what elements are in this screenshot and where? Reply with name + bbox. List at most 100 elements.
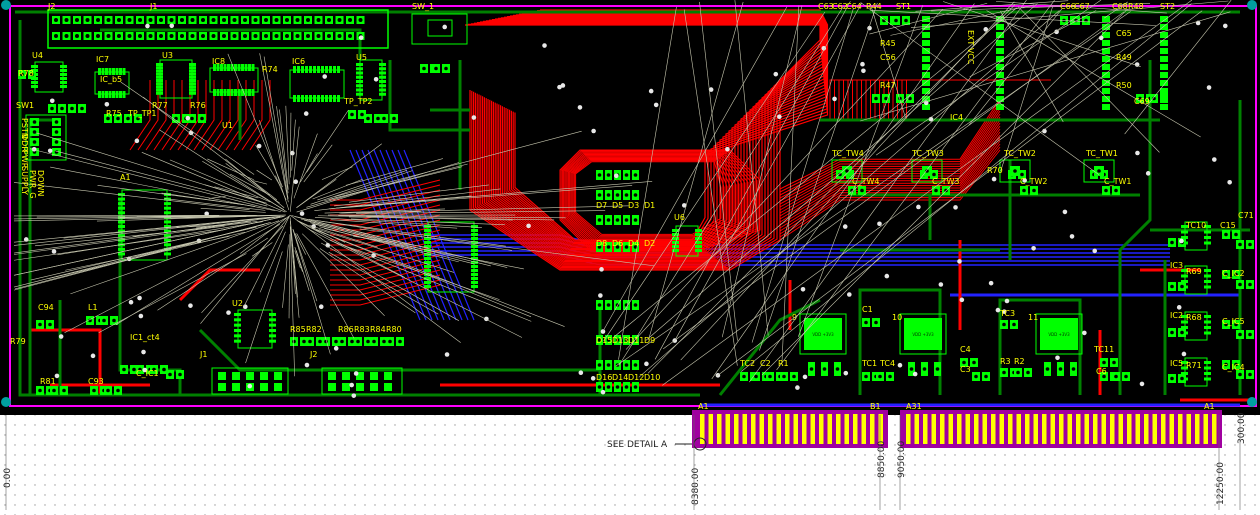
pad[interactable] bbox=[251, 89, 255, 96]
pad[interactable] bbox=[223, 89, 227, 96]
gold-finger[interactable] bbox=[810, 414, 816, 444]
component[interactable] bbox=[156, 59, 196, 99]
pad[interactable] bbox=[309, 66, 312, 73]
pad[interactable] bbox=[424, 281, 431, 284]
pad[interactable] bbox=[672, 249, 679, 252]
pad[interactable] bbox=[379, 92, 386, 96]
pad[interactable] bbox=[379, 63, 386, 66]
gold-finger[interactable] bbox=[819, 414, 824, 444]
pad[interactable] bbox=[356, 63, 363, 66]
gold-finger[interactable] bbox=[1203, 414, 1209, 444]
pad[interactable] bbox=[213, 64, 216, 71]
pad[interactable] bbox=[115, 91, 119, 98]
pin-strip-pad[interactable] bbox=[996, 48, 1004, 54]
pad[interactable] bbox=[305, 66, 308, 73]
pad[interactable] bbox=[248, 64, 251, 71]
pad[interactable] bbox=[248, 89, 251, 96]
component[interactable] bbox=[94, 68, 130, 98]
pad[interactable] bbox=[164, 229, 171, 233]
pin-strip-pad[interactable] bbox=[996, 32, 1004, 38]
pad[interactable] bbox=[424, 253, 431, 256]
gold-finger[interactable] bbox=[991, 414, 996, 444]
gold-finger[interactable] bbox=[708, 414, 714, 444]
pad[interactable] bbox=[216, 89, 220, 96]
gold-finger[interactable] bbox=[776, 414, 782, 444]
pin-strip-pad[interactable] bbox=[922, 48, 930, 54]
pad[interactable] bbox=[370, 372, 378, 380]
pad[interactable] bbox=[356, 383, 364, 391]
crystal-footprint[interactable] bbox=[1083, 159, 1115, 183]
pad[interactable] bbox=[342, 383, 350, 391]
pad[interactable] bbox=[118, 234, 125, 238]
pad[interactable] bbox=[356, 71, 363, 75]
pad[interactable] bbox=[471, 237, 478, 240]
pin-strip-pad[interactable] bbox=[1160, 32, 1168, 38]
pad[interactable] bbox=[189, 63, 196, 66]
pad[interactable] bbox=[333, 95, 336, 102]
pad[interactable] bbox=[379, 67, 386, 71]
gold-finger[interactable] bbox=[1135, 414, 1141, 444]
pad[interactable] bbox=[356, 80, 363, 83]
pad[interactable] bbox=[695, 229, 702, 232]
pad[interactable] bbox=[118, 202, 125, 206]
pad[interactable] bbox=[274, 383, 282, 391]
pad[interactable] bbox=[695, 245, 702, 248]
gold-finger[interactable] bbox=[1101, 414, 1107, 444]
pin-strip-pad[interactable] bbox=[922, 72, 930, 78]
pad[interactable] bbox=[321, 66, 324, 73]
pin-strip-pad[interactable] bbox=[1102, 24, 1110, 30]
pad[interactable] bbox=[424, 269, 431, 272]
gold-finger[interactable] bbox=[793, 414, 799, 444]
pin-strip-pad[interactable] bbox=[1102, 40, 1110, 46]
pad[interactable] bbox=[1181, 372, 1188, 375]
pad[interactable] bbox=[471, 269, 478, 272]
pad[interactable] bbox=[269, 339, 276, 343]
pad[interactable] bbox=[471, 229, 478, 232]
pad[interactable] bbox=[220, 64, 223, 71]
header-connector[interactable] bbox=[47, 9, 389, 49]
pad[interactable] bbox=[1181, 366, 1188, 370]
pad[interactable] bbox=[122, 68, 126, 75]
pad[interactable] bbox=[313, 66, 316, 73]
pad[interactable] bbox=[234, 339, 241, 343]
pad[interactable] bbox=[260, 372, 268, 380]
pad[interactable] bbox=[695, 241, 702, 244]
pad[interactable] bbox=[424, 241, 431, 244]
pad[interactable] bbox=[189, 88, 196, 92]
pad[interactable] bbox=[297, 66, 300, 73]
pad[interactable] bbox=[220, 89, 223, 96]
pad[interactable] bbox=[234, 64, 237, 71]
pad[interactable] bbox=[325, 95, 328, 102]
pad[interactable] bbox=[164, 220, 171, 224]
pad[interactable] bbox=[230, 89, 234, 96]
pin-strip-pad[interactable] bbox=[996, 56, 1004, 62]
pad[interactable] bbox=[471, 265, 478, 268]
pad[interactable] bbox=[189, 69, 196, 73]
pad[interactable] bbox=[156, 75, 163, 79]
pad[interactable] bbox=[370, 383, 378, 391]
pad[interactable] bbox=[424, 277, 431, 280]
pin-strip-pad[interactable] bbox=[922, 80, 930, 86]
pad[interactable] bbox=[471, 225, 478, 228]
pin-strip-pad[interactable] bbox=[1102, 72, 1110, 78]
pad[interactable] bbox=[156, 85, 163, 89]
component[interactable] bbox=[356, 59, 386, 101]
pad[interactable] bbox=[122, 91, 126, 98]
pad[interactable] bbox=[31, 65, 38, 68]
pad[interactable] bbox=[1204, 326, 1211, 329]
gold-finger[interactable] bbox=[844, 414, 850, 444]
pad[interactable] bbox=[1204, 377, 1211, 381]
pad[interactable] bbox=[313, 95, 316, 102]
pin-strip-pad[interactable] bbox=[1160, 104, 1168, 110]
pad[interactable] bbox=[424, 245, 431, 248]
gold-finger[interactable] bbox=[717, 414, 722, 444]
pad[interactable] bbox=[31, 81, 38, 84]
pin-strip-pad[interactable] bbox=[922, 64, 930, 70]
pad[interactable] bbox=[218, 372, 226, 380]
crystal-footprint[interactable] bbox=[999, 159, 1031, 183]
gold-finger[interactable] bbox=[1152, 414, 1158, 444]
pad[interactable] bbox=[424, 257, 431, 260]
gold-finger[interactable] bbox=[914, 414, 920, 444]
